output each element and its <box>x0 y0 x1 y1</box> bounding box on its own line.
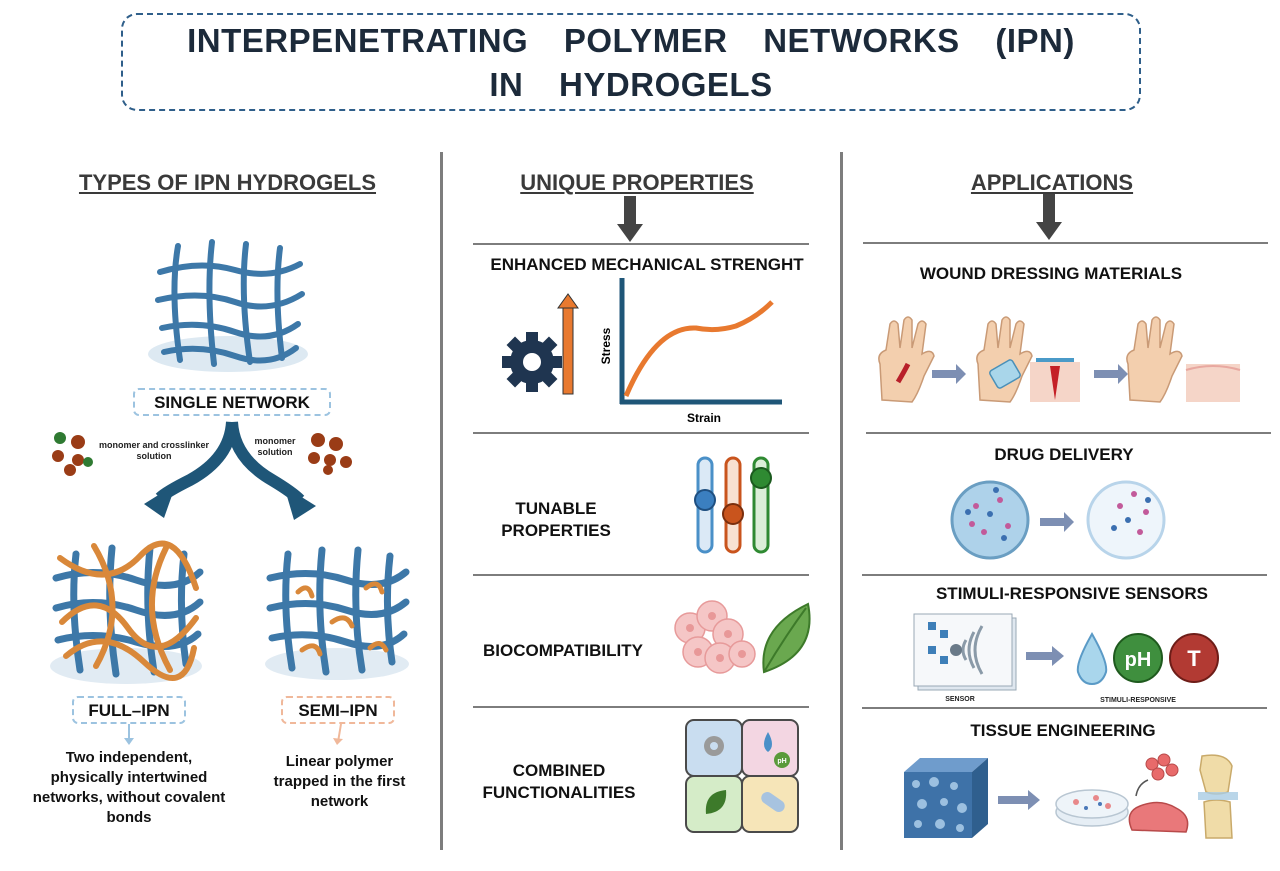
full-ipn-label: FULL–IPN <box>72 696 186 724</box>
semi-ipn-illustration <box>265 546 410 680</box>
single-network-label: SINGLE NETWORK <box>133 388 331 416</box>
applications-heading: APPLICATIONS <box>970 170 1134 195</box>
monomer-solution-label: monomer solution <box>254 436 296 457</box>
column-divider-right <box>840 152 843 850</box>
semi-ipn-description: Linear polymer trapped in the first netw… <box>273 753 406 810</box>
divider-prop-3 <box>473 706 809 708</box>
divider-prop-1 <box>473 432 809 434</box>
stimuli-caption: STIMULI-RESPONSIVE <box>1100 697 1176 704</box>
single-network-illustration <box>148 239 308 372</box>
divider-app-0 <box>863 242 1268 244</box>
full-ipn-illustration <box>50 540 204 684</box>
divider-prop-0 <box>473 243 809 245</box>
split-arrows <box>144 421 316 520</box>
properties-heading: UNIQUE PROPERTIES <box>520 170 754 195</box>
gear-and-up-arrow <box>502 293 579 395</box>
tunable-sliders-icon <box>694 456 772 554</box>
semi-ipn-label: SEMI–IPN <box>281 696 395 724</box>
cells-and-leaf-icon <box>674 600 811 674</box>
ph-stimulus: pH <box>1125 649 1152 671</box>
full-ipn-description: Two independent, physically intertwined … <box>32 749 226 826</box>
stress-strain-chart: Stress Strain <box>599 278 782 425</box>
combined-functionalities-label: COMBINED FUNCTIONALITIES <box>482 761 636 802</box>
tissue-engineering-illustration <box>904 753 1238 839</box>
semi-ipn-pointer <box>333 724 343 745</box>
divider-app-3 <box>862 707 1267 709</box>
drug-delivery-label: DRUG DELIVERY <box>994 445 1134 464</box>
divider-prop-2 <box>473 574 809 576</box>
puzzle-functionalities-icon: pH <box>685 719 799 833</box>
title-line-1: INTERPENETRATING POLYMER NETWORKS (IPN) <box>187 22 1075 59</box>
title-frame <box>121 13 1141 111</box>
stimuli-sensors-label: STIMULI-RESPONSIVE SENSORS <box>935 584 1209 603</box>
divider-app-2 <box>862 574 1267 576</box>
full-ipn-pointer <box>124 724 134 745</box>
title-line-2: IN HYDROGELS <box>489 66 773 103</box>
stress-axis-label: Stress <box>599 327 613 364</box>
types-heading: TYPES OF IPN HYDROGELS <box>78 170 377 195</box>
tissue-engineering-label: TISSUE ENGINEERING <box>970 721 1156 740</box>
temperature-stimulus: T <box>1187 646 1201 671</box>
biocompatibility-label: BIOCOMPATIBILITY <box>483 641 643 660</box>
sensor-arrow <box>1026 646 1064 666</box>
puzzle-ph-tag: pH <box>777 758 786 765</box>
monomer-molecules <box>308 433 352 475</box>
properties-down-arrow <box>617 196 643 242</box>
column-divider-left <box>440 152 443 850</box>
monomer-crosslinker-label: monomer and crosslinker solution <box>98 440 210 461</box>
divider-app-1 <box>866 432 1271 434</box>
tunable-properties-label: TUNABLE PROPERTIES <box>501 499 611 540</box>
sensor-caption: SENSOR <box>945 696 975 703</box>
stimuli-icons: pH T <box>1076 631 1219 686</box>
applications-down-arrow <box>1036 194 1062 240</box>
wound-dressing-label: WOUND DRESSING MATERIALS <box>919 264 1183 283</box>
mechanical-strength-label: ENHANCED MECHANICAL STRENGHT <box>490 255 804 274</box>
sensor-device-icon <box>913 613 1017 691</box>
drug-delivery-illustration <box>950 480 1166 560</box>
wound-healing-sequence <box>878 316 1241 403</box>
monomer-crosslinker-molecules <box>52 432 93 476</box>
strain-axis-label: Strain <box>687 411 721 425</box>
